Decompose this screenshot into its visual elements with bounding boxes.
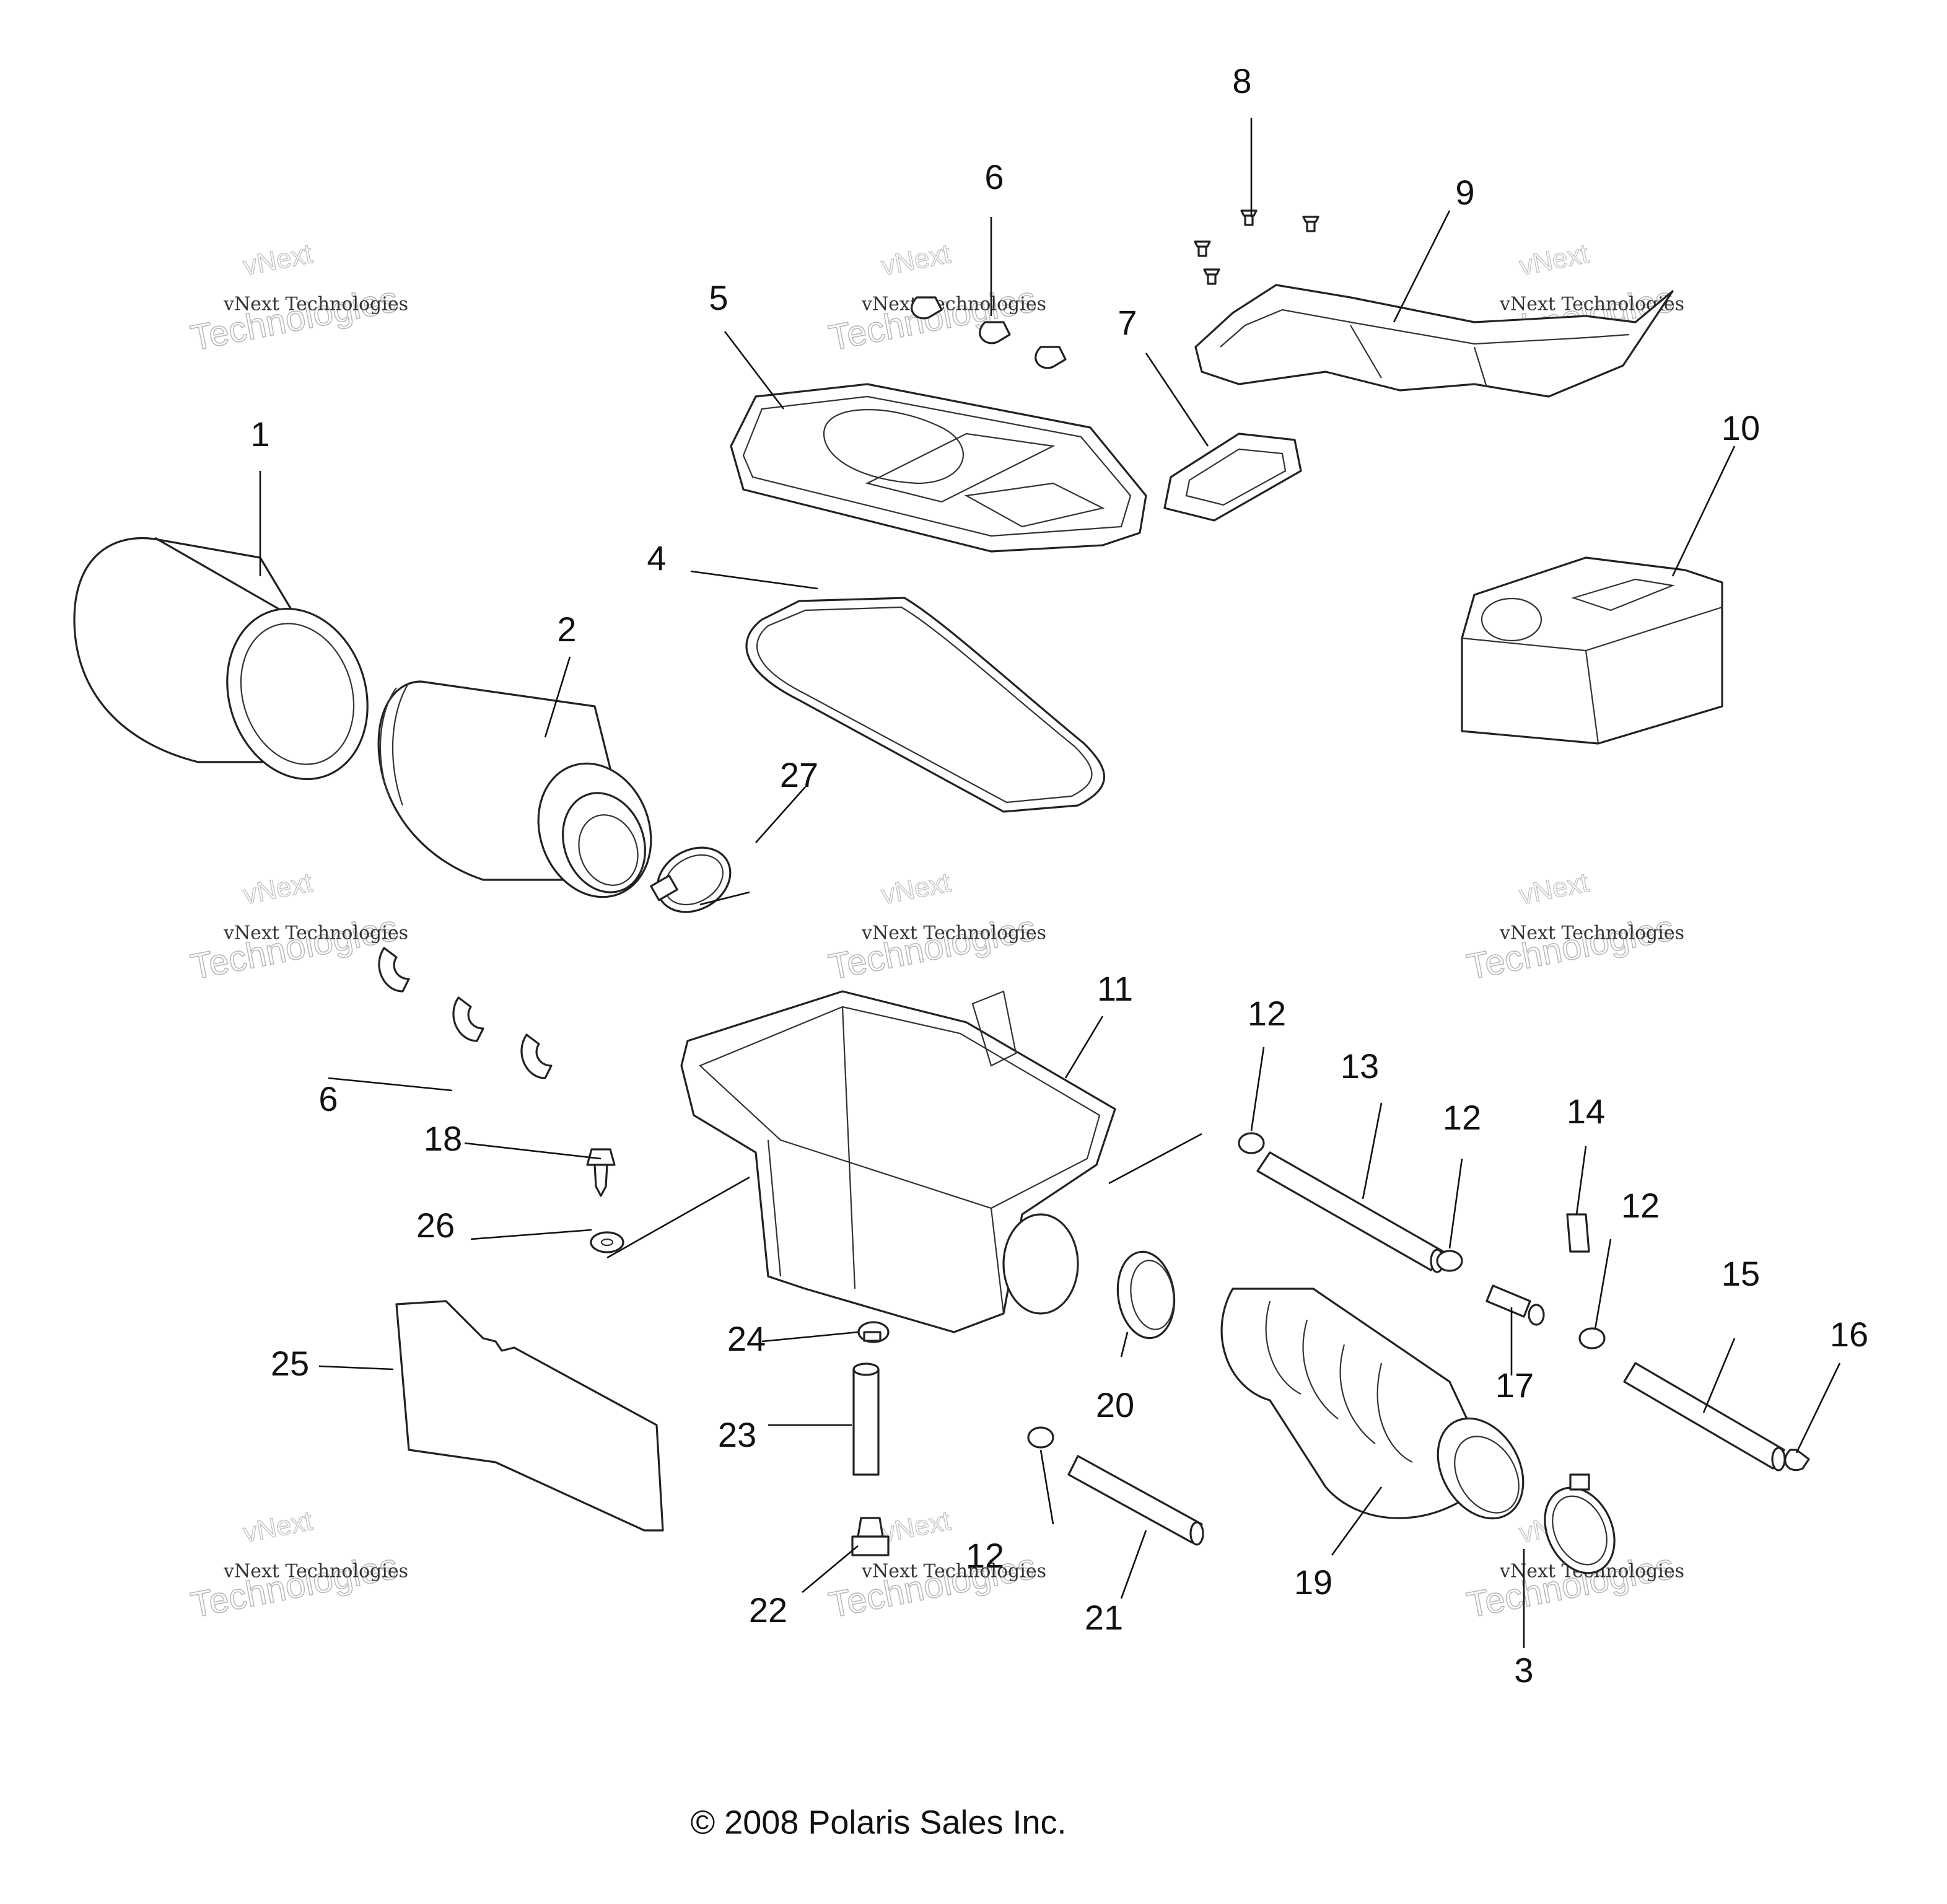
callout-9: 9 xyxy=(1455,173,1474,212)
watermark-technologies: Technologies xyxy=(188,1546,401,1625)
callout-19: 19 xyxy=(1294,1563,1332,1602)
callout-12-c: 12 xyxy=(1621,1186,1660,1225)
watermark-technologies: Technologies xyxy=(188,279,401,358)
leader-lines xyxy=(259,118,1841,1648)
part-9-intake-duct xyxy=(1194,284,1674,398)
watermark-technologies: Technologies xyxy=(826,279,1039,358)
part-18-bolt xyxy=(586,1148,616,1197)
callout-25: 25 xyxy=(271,1344,309,1383)
callout-15: 15 xyxy=(1722,1254,1760,1293)
watermark-vnext: vNext xyxy=(241,239,315,282)
watermark-technologies: Technologies xyxy=(826,908,1039,987)
part-11-airbox-base xyxy=(680,990,1116,1333)
callout-8: 8 xyxy=(1232,61,1251,100)
part-2-air-filter xyxy=(377,680,652,898)
callout-labels: 1 2 3 4 5 6 6 7 8 9 10 11 12 12 12 12 13… xyxy=(250,61,1868,1690)
callout-7: 7 xyxy=(1118,303,1137,342)
callout-20: 20 xyxy=(1096,1385,1134,1424)
watermark-technologies: Technologies xyxy=(1464,908,1678,987)
callout-21: 21 xyxy=(1085,1598,1123,1637)
callout-17: 17 xyxy=(1495,1366,1534,1405)
part-24-clamp xyxy=(857,1321,890,1343)
callout-11: 11 xyxy=(1097,969,1133,1008)
callout-10: 10 xyxy=(1722,408,1760,447)
part-3-clamp xyxy=(1544,1473,1616,1574)
watermark-vnext-technologies: vNext Technologies xyxy=(861,1560,1046,1582)
part-13-tube xyxy=(1256,1151,1445,1273)
part-14-clip xyxy=(1566,1213,1590,1253)
callout-6-left: 6 xyxy=(318,1079,338,1118)
watermark-vnext-technologies: vNext Technologies xyxy=(223,1560,408,1582)
callout-13: 13 xyxy=(1341,1046,1379,1086)
callout-1: 1 xyxy=(250,415,269,454)
callout-3: 3 xyxy=(1514,1651,1533,1690)
callout-12-a: 12 xyxy=(1248,994,1286,1033)
part-19-bellows-hose xyxy=(1220,1288,1525,1520)
part-10-foam-block xyxy=(1461,556,1723,745)
callout-2: 2 xyxy=(557,610,576,649)
watermark-technologies: Technologies xyxy=(826,1546,1039,1625)
part-21-tube xyxy=(1067,1455,1204,1546)
callout-24: 24 xyxy=(727,1319,766,1358)
callout-4: 4 xyxy=(647,538,666,577)
callout-27: 27 xyxy=(780,755,818,794)
watermark-vnext: vNext xyxy=(1517,239,1591,282)
watermark-vnext: vNext xyxy=(879,239,953,282)
watermark-vnext-technologies: vNext Technologies xyxy=(861,293,1046,315)
part-27-clamp xyxy=(650,846,732,913)
callout-12-b: 12 xyxy=(1443,1098,1481,1137)
callout-26: 26 xyxy=(416,1206,455,1245)
watermark-vnext: vNext xyxy=(879,1506,953,1549)
part-20-coupler-ring xyxy=(1116,1250,1176,1340)
part-5-airbox-cover xyxy=(730,383,1147,553)
part-15-tube xyxy=(1623,1362,1786,1472)
callout-12-d: 12 xyxy=(966,1536,1004,1575)
callout-6-top: 6 xyxy=(984,157,1004,196)
watermark-vnext-technologies: vNext Technologies xyxy=(1499,922,1684,944)
callout-22: 22 xyxy=(749,1590,787,1630)
part-12-clamps xyxy=(1027,1132,1606,1449)
part-6-clips-top xyxy=(911,296,1067,369)
watermark-vnext: vNext xyxy=(1517,867,1591,911)
part-17-check-valve xyxy=(1485,1284,1545,1326)
part-8-screws xyxy=(1194,209,1319,285)
watermark-vnext: vNext xyxy=(241,867,315,911)
part-1-prefilter-sleeve xyxy=(73,537,369,781)
part-4-gasket xyxy=(745,597,1105,813)
part-6-clips-left xyxy=(378,947,553,1079)
callout-18: 18 xyxy=(424,1119,462,1158)
watermark-vnext: vNext xyxy=(241,1506,315,1549)
watermark-vnext-technologies: vNext Technologies xyxy=(223,922,408,944)
part-25-panel xyxy=(395,1300,664,1532)
part-7-intake-plate xyxy=(1163,432,1302,522)
watermark-vnext: vNext xyxy=(879,867,953,911)
part-26-washer xyxy=(590,1231,624,1253)
part-22-drain-valve xyxy=(851,1517,890,1556)
callout-23: 23 xyxy=(718,1415,756,1454)
copyright-notice: © 2008 Polaris Sales Inc. xyxy=(690,1804,1066,1841)
part-23-drain-tube xyxy=(852,1362,880,1476)
callout-16: 16 xyxy=(1830,1315,1868,1354)
watermark-technologies: Technologies xyxy=(188,908,401,987)
callout-5: 5 xyxy=(709,278,728,317)
watermark-vnext-technologies: vNext Technologies xyxy=(861,922,1046,944)
part-16-clip xyxy=(1784,1449,1810,1472)
callout-14: 14 xyxy=(1567,1092,1605,1131)
watermark-vnext-technologies: vNext Technologies xyxy=(223,293,408,315)
